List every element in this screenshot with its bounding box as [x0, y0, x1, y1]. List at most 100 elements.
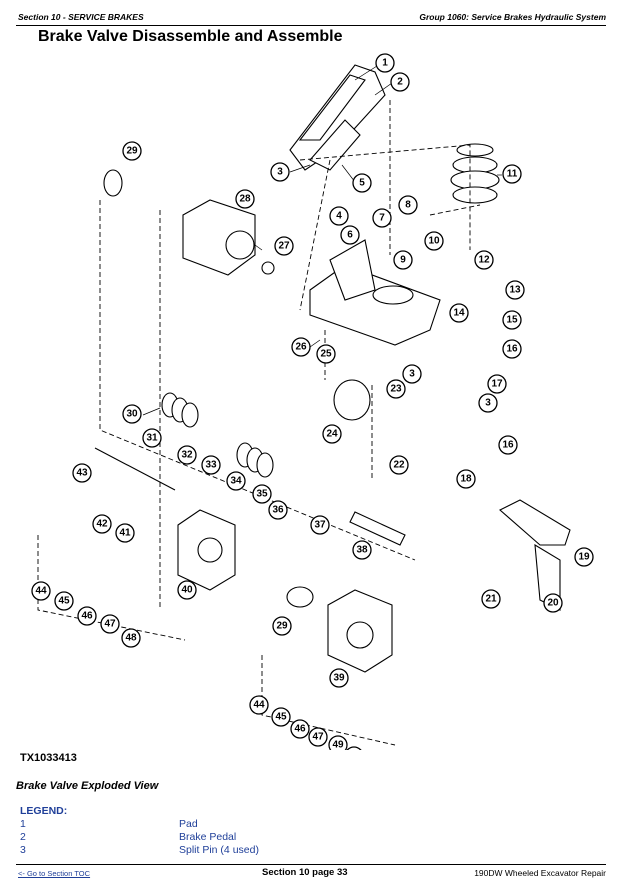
callout-number: 31 [146, 433, 158, 444]
leader-lines [142, 65, 502, 416]
callout-number: 3 [485, 398, 491, 409]
callout-46: 46 [77, 606, 97, 626]
callout-35: 35 [252, 484, 272, 504]
callout-number: 44 [253, 700, 265, 711]
callout-number: 14 [453, 308, 465, 319]
callout-number: 35 [256, 489, 268, 500]
callout-2: 2 [390, 72, 410, 92]
callout-22: 22 [389, 455, 409, 475]
legend-title: LEGEND: [20, 805, 68, 817]
callout-number: 41 [119, 528, 131, 539]
callout-16b: 16 [498, 435, 518, 455]
callout-3: 3 [270, 162, 290, 182]
callout-7: 7 [372, 208, 392, 228]
page-number: Section 10 page 33 [262, 867, 348, 878]
callout-29b: 29 [272, 616, 292, 636]
callout-28: 28 [235, 189, 255, 209]
callout-32: 32 [177, 445, 197, 465]
document-title: 190DW Wheeled Excavator Repair [474, 868, 606, 878]
callout-18: 18 [456, 469, 476, 489]
callout-1: 1 [375, 53, 395, 73]
legend-label: Brake Pedal [179, 831, 237, 843]
callout-31: 31 [142, 428, 162, 448]
callout-number: 25 [320, 349, 332, 360]
callout-number: 40 [181, 585, 193, 596]
callout-6: 6 [340, 225, 360, 245]
callout-number: 5 [359, 178, 365, 189]
callout-49: 49 [328, 735, 348, 750]
callout-number: 37 [314, 520, 326, 531]
callout-number: 45 [58, 596, 70, 607]
callout-number: 17 [491, 379, 503, 390]
callout-number: 6 [347, 230, 353, 241]
callout-47b: 47 [308, 727, 328, 747]
figure-id: TX1033413 [20, 752, 77, 764]
callout-number: 3 [277, 167, 283, 178]
callout-number: 47 [104, 619, 116, 630]
callout-33: 33 [201, 455, 221, 475]
piston-illustration [333, 379, 371, 421]
callout-37: 37 [310, 515, 330, 535]
callout-43: 43 [72, 463, 92, 483]
callout-12: 12 [474, 250, 494, 270]
callout-44b: 44 [249, 695, 269, 715]
legend-number: 2 [20, 831, 26, 843]
callout-3c: 3 [478, 393, 498, 413]
callout-number: 2 [397, 77, 403, 88]
legend-label: Split Pin (4 used) [179, 844, 259, 856]
callout-number: 19 [578, 552, 590, 563]
callout-10: 10 [424, 231, 444, 251]
callout-number: 42 [96, 519, 108, 530]
callout-17: 17 [487, 374, 507, 394]
callout-16: 16 [502, 339, 522, 359]
callout-number: 46 [81, 611, 93, 622]
assembly-guide-lines [37, 100, 481, 746]
callout-number: 21 [485, 594, 497, 605]
page-title: Brake Valve Disassemble and Assemble [38, 28, 343, 45]
exploded-view-diagram: 1 2 3 3 3 4 5 6 7 8 9 10 11 12 13 14 15 … [31, 53, 594, 750]
brake-pedal-illustration [289, 64, 386, 171]
second-valve-body-illustration [327, 589, 393, 673]
callout-27: 27 [274, 236, 294, 256]
callout-number: 38 [356, 545, 368, 556]
section-toc-link[interactable]: <- Go to Section TOC [18, 869, 91, 878]
section-header: Section 10 - SERVICE BRAKES [18, 12, 144, 22]
callout-number: 8 [405, 200, 411, 211]
callout-9: 9 [393, 250, 413, 270]
group-header: Group 1060: Service Brakes Hydraulic Sys… [419, 12, 606, 22]
rod-illustration [94, 447, 176, 491]
callout-number: 16 [502, 440, 514, 451]
callout-number: 32 [181, 450, 193, 461]
callout-39: 39 [329, 668, 349, 688]
callout-number: 23 [390, 384, 402, 395]
callout-number: 15 [506, 315, 518, 326]
callout-44: 44 [31, 581, 51, 601]
callout-48: 48 [121, 628, 141, 648]
callout-3b: 3 [402, 364, 422, 384]
legend-number: 1 [20, 818, 26, 830]
callout-25: 25 [316, 344, 336, 364]
o-ring-upper-illustration [103, 169, 123, 197]
o-ring-lower-illustration [286, 586, 314, 608]
callout-23: 23 [386, 379, 406, 399]
callout-number: 27 [278, 241, 290, 252]
callout-number: 39 [333, 673, 345, 684]
plunger-illustration [349, 511, 406, 546]
callout-number: 44 [35, 586, 47, 597]
boot-illustration [450, 143, 500, 204]
callout-number: 46 [294, 724, 306, 735]
callout-number: 26 [295, 342, 307, 353]
callout-number: 47 [312, 732, 324, 743]
legend-label: Pad [179, 818, 198, 830]
valve-body-illustration [309, 239, 441, 346]
callout-48b: 48 [346, 746, 362, 750]
callout-4: 4 [329, 206, 349, 226]
callout-number: 10 [428, 236, 440, 247]
callout-38: 38 [352, 540, 372, 560]
callout-number: 48 [125, 633, 137, 644]
callout-number: 18 [460, 474, 472, 485]
callout-number: 20 [547, 598, 559, 609]
callout-number: 34 [230, 476, 242, 487]
spring-illustrations [161, 392, 274, 478]
header-divider [16, 25, 606, 26]
